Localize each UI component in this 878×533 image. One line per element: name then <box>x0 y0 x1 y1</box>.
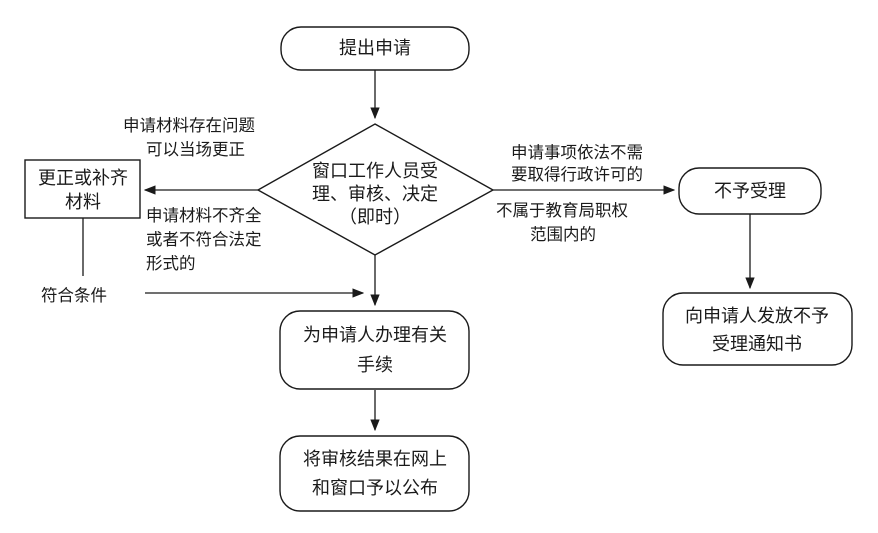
label-no-permit-line-2: 要取得行政许可的 <box>511 165 643 184</box>
node-submit-label: 提出申请 <box>339 38 411 59</box>
edges <box>82 70 755 432</box>
node-review-diamond <box>256 123 495 256</box>
node-publish-line-2: 和窗口予以公布 <box>312 478 438 499</box>
label-fix-on-site-line-1: 申请材料存在问题 <box>123 116 255 135</box>
node-notice-line-1: 向申请人发放不予 <box>685 306 829 327</box>
label-fix-on-site-line-2: 可以当场更正 <box>146 140 245 159</box>
label-incomplete-line-3: 形式的 <box>146 254 196 273</box>
node-submit-box <box>280 26 470 71</box>
node-review-line-3: （即时） <box>339 207 411 228</box>
node-review-line-2: 理、审核、决定 <box>312 184 438 205</box>
node-correct-box <box>24 159 141 219</box>
node-review-line-1: 窗口工作人员受 <box>312 161 438 182</box>
node-reject-label: 不予受理 <box>714 181 786 202</box>
label-no-permit-line-1: 申请事项依法不需 <box>511 143 643 162</box>
node-correct: 更正或补齐 材料 <box>24 159 141 219</box>
node-notice: 向申请人发放不予 受理通知书 <box>662 292 853 366</box>
node-publish: 将审核结果在网上 和窗口予以公布 <box>279 435 470 512</box>
node-review: 窗口工作人员受 理、审核、决定 （即时） <box>256 123 495 256</box>
label-out-of-scope-line-1: 不属于教育局职权 <box>496 201 628 220</box>
node-correct-line-2: 材料 <box>65 192 101 213</box>
node-correct-line-1: 更正或补齐 <box>38 168 128 189</box>
label-incomplete-line-2: 或者不符合法定 <box>146 230 262 249</box>
node-notice-box <box>662 292 853 366</box>
node-publish-line-1: 将审核结果在网上 <box>303 449 447 470</box>
node-publish-box <box>279 435 470 512</box>
node-submit: 提出申请 <box>280 26 470 71</box>
node-process-line-2: 手续 <box>357 355 393 376</box>
edge-labels: 申请材料存在问题 可以当场更正 申请材料不齐全 或者不符合法定 形式的 申请事项… <box>41 116 643 305</box>
label-incomplete-line-1: 申请材料不齐全 <box>146 206 262 225</box>
node-process-box <box>279 310 470 390</box>
label-qualified: 符合条件 <box>41 286 107 305</box>
node-process-line-1: 为申请人办理有关 <box>303 325 447 346</box>
node-reject: 不予受理 <box>678 167 822 215</box>
node-process: 为申请人办理有关 手续 <box>279 310 470 390</box>
label-out-of-scope-line-2: 范围内的 <box>530 225 596 244</box>
node-reject-box <box>678 167 822 215</box>
node-notice-line-2: 受理通知书 <box>712 334 802 355</box>
